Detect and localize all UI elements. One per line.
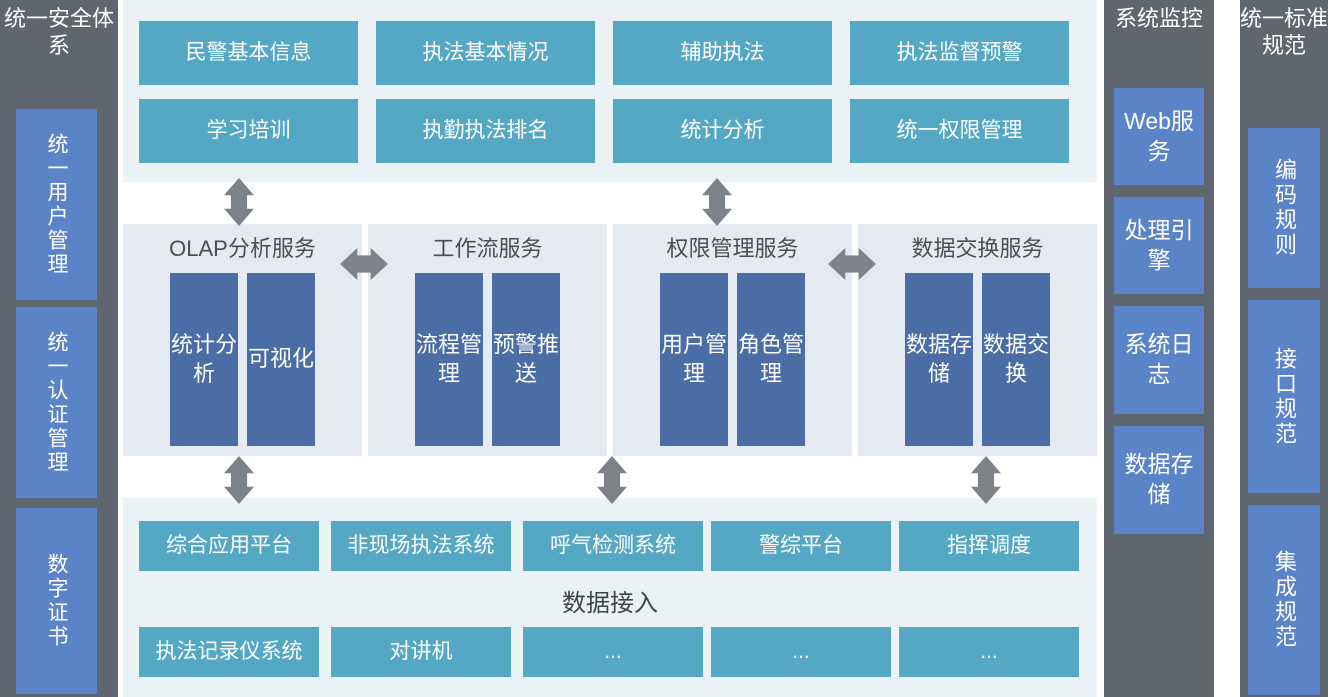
service-box[interactable]: 统计分析 [170,273,238,446]
application-box[interactable]: 统计分析 [613,99,832,163]
data-access-box[interactable]: 警综平台 [711,521,891,571]
data-access-box[interactable]: 对讲机 [331,627,511,677]
application-layer-panel: 民警基本信息执法基本情况辅助执法执法监督预警学习培训执勤执法排名统计分析统一权限… [123,0,1097,182]
right-sidebar-standard-item[interactable]: 接口规范 [1248,300,1320,493]
data-access-box[interactable]: 综合应用平台 [139,521,319,571]
application-box[interactable]: 辅助执法 [613,21,832,85]
service-group-boxes: 统计分析 可视化 [123,273,362,446]
arrow-permission-exchange [828,248,876,280]
arrow-workflow-to-data [597,456,627,504]
service-group-boxes: 用户管理 角色管理 [613,273,852,446]
right-sidebar-standard-title: 统一标准规范 [1240,6,1328,58]
service-box[interactable]: 可视化 [247,273,315,446]
service-group-boxes: 数据存储 数据交换 [858,273,1097,446]
service-box[interactable]: 流程管理 [415,273,483,446]
data-access-box[interactable]: 指挥调度 [899,521,1079,571]
data-access-box[interactable]: ... [523,627,703,677]
service-box[interactable]: 数据存储 [905,273,973,446]
main-content: 民警基本信息执法基本情况辅助执法执法监督预警学习培训执勤执法排名统计分析统一权限… [123,0,1097,697]
service-group-workflow: 工作流服务 流程管理 预警推送 [368,224,607,456]
left-sidebar-item[interactable]: 数字证书 [16,508,97,694]
data-access-box[interactable]: 非现场执法系统 [331,521,511,571]
right-sidebar-monitor-title: 系统监控 [1114,6,1203,31]
application-box[interactable]: 执勤执法排名 [376,99,595,163]
application-box[interactable]: 民警基本信息 [139,21,358,85]
right-sidebar-monitor-item[interactable]: 数据存储 [1114,426,1204,534]
right-sidebar-standard-item[interactable]: 编码规则 [1248,128,1320,288]
service-group-title: 数据交换服务 [911,236,1044,261]
right-sidebar-monitor-item[interactable]: Web服务 [1114,88,1204,185]
service-box[interactable]: 角色管理 [737,273,805,446]
service-layer-panel: OLAP分析服务 统计分析 可视化 工作流服务 流程管理 预警推送 权限管理服务… [123,224,1097,456]
right-sidebar-monitor-item[interactable]: 处理引擎 [1114,197,1204,294]
data-access-box[interactable]: 呼气检测系统 [523,521,703,571]
data-access-box[interactable]: ... [899,627,1079,677]
right-sidebar-monitor: 系统监控 Web服务处理引擎系统日志数据存储 [1104,0,1214,697]
application-box[interactable]: 执法基本情况 [376,21,595,85]
service-group-boxes: 流程管理 预警推送 [368,273,607,446]
arrow-app-to-permission [702,178,732,226]
data-access-box[interactable]: ... [711,627,891,677]
service-group-exchange: 数据交换服务 数据存储 数据交换 [858,224,1097,456]
service-group-title: 工作流服务 [432,236,543,261]
right-sidebar-monitor-item[interactable]: 系统日志 [1114,306,1204,414]
data-access-layer-label: 数据接入 [562,590,658,617]
data-access-layer-panel: 综合应用平台非现场执法系统呼气检测系统警综平台指挥调度执法记录仪系统对讲机...… [123,498,1097,697]
arrow-olap-workflow [340,248,388,280]
service-box[interactable]: 用户管理 [660,273,728,446]
service-group-permission: 权限管理服务 用户管理 角色管理 [613,224,852,456]
service-group-title: 权限管理服务 [666,236,799,261]
right-sidebar-standard: 统一标准规范编码规则接口规范集成规范 [1240,0,1328,697]
application-box[interactable]: 统一权限管理 [850,99,1069,163]
left-sidebar-title: 统一安全体系 [3,6,114,58]
service-group-olap: OLAP分析服务 统计分析 可视化 [123,224,362,456]
application-box[interactable]: 执法监督预警 [850,21,1069,85]
left-sidebar-security: 统一安全体系 统一用户管理统一认证管理数字证书 [0,0,118,697]
application-box[interactable]: 学习培训 [139,99,358,163]
left-sidebar-item[interactable]: 统一用户管理 [16,109,97,300]
service-group-title: OLAP分析服务 [169,236,316,261]
arrow-app-to-olap [224,178,254,226]
service-box[interactable]: 数据交换 [982,273,1050,446]
arrow-olap-to-data [224,456,254,504]
left-sidebar-item[interactable]: 统一认证管理 [16,307,97,498]
arrow-exchange-to-data [971,456,1001,504]
right-sidebar-standard-item[interactable]: 集成规范 [1248,505,1320,695]
service-box[interactable]: 预警推送 [492,273,560,446]
data-access-box[interactable]: 执法记录仪系统 [139,627,319,677]
